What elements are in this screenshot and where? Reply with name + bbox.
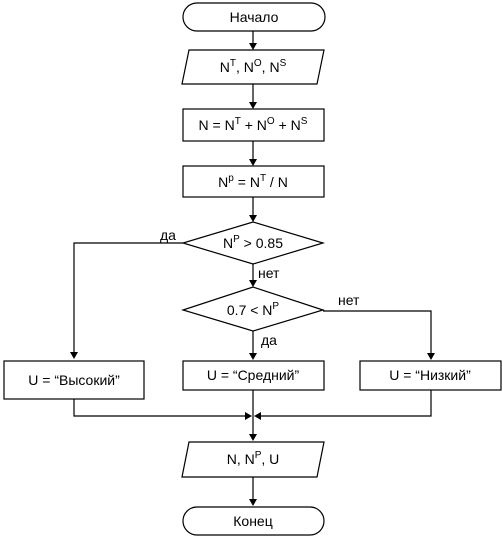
ratio-formula: Np = NT / N (218, 173, 288, 190)
start-label: Начало (230, 9, 279, 25)
arrowhead-merge-left (245, 412, 252, 420)
output-block: N, NP, U (181, 441, 325, 478)
input-ns-sup: S (280, 58, 287, 69)
result-mid-shape (182, 360, 325, 391)
arrowhead-ratio (249, 159, 257, 166)
result-high-label: U = “Высокий” (28, 372, 120, 388)
decision-2-no-label: нет (338, 292, 360, 308)
result-high-shape (3, 360, 145, 400)
decision-2-yes-label: да (261, 332, 277, 348)
end-shape (182, 506, 325, 536)
decision-1-no-label: нет (258, 265, 280, 281)
connector-result-high-merge (73, 399, 246, 417)
output-lhs: N, N (227, 451, 255, 467)
decision-1-condition: NP > 0.85 (223, 234, 283, 251)
result-low: U = “Низкий” (359, 360, 502, 391)
connectors (70, 31, 435, 506)
ratio-t-sup: T (260, 173, 266, 184)
input-sep-1: , (236, 59, 244, 75)
output-rhs: , U (261, 451, 279, 467)
ratio-shape (182, 165, 325, 198)
input-sep-2: , (262, 59, 270, 75)
decision-1-lhs: N (223, 235, 233, 251)
end-terminator: Конец (182, 506, 325, 536)
decision-1-shape (180, 221, 326, 265)
sum-shape (182, 108, 325, 142)
decision-1-rhs: > 0.85 (240, 235, 283, 251)
result-low-shape (359, 360, 502, 391)
input-no-sup: O (254, 58, 262, 69)
input-shape (181, 49, 325, 85)
result-low-label: U = “Низкий” (389, 367, 471, 383)
decision-2-lhs: 0.7 < N (227, 302, 273, 318)
arrowhead-result-high (70, 352, 78, 359)
input-ns: N (269, 59, 279, 75)
sum-plus-2: + N (275, 117, 301, 133)
sum-plus-1: + N (241, 117, 267, 133)
decision-2-p-sup: P (272, 301, 279, 312)
sum-lhs: N = N (199, 117, 235, 133)
connector-decision2-no (323, 310, 432, 354)
start-shape (182, 2, 326, 32)
ratio-rhs: / N (266, 174, 288, 190)
arrowhead-sum (249, 102, 257, 109)
input-nt: N (220, 59, 230, 75)
sum-t-sup: T (235, 116, 241, 127)
start-terminator: Начало (182, 2, 326, 32)
input-block: NT, NO, NS (181, 49, 325, 85)
arrowhead-end (249, 499, 257, 506)
ratio-process: Np = NT / N (182, 165, 325, 198)
arrowhead-merge-right (254, 412, 261, 420)
output-p-sup: P (255, 450, 262, 461)
arrowhead-output (249, 434, 257, 441)
result-mid: U = “Средний” (182, 360, 325, 391)
result-high: U = “Высокий” (3, 360, 145, 400)
arrowhead-decision1 (249, 215, 257, 222)
ratio-lhs: N (218, 174, 228, 190)
sum-o-sup: O (267, 116, 275, 127)
connector-result-low-merge (260, 390, 432, 417)
arrowhead-decision2 (249, 280, 257, 287)
decision-2-condition: 0.7 < NP (227, 301, 280, 318)
decision-1: NP > 0.85 да нет (160, 221, 326, 281)
arrowhead-input (249, 43, 257, 50)
decision-2-shape (180, 286, 326, 332)
input-text: NT, NO, NS (220, 58, 287, 75)
decision-2: 0.7 < NP да нет (180, 286, 360, 348)
sum-process: N = NT + NO + NS (182, 108, 325, 142)
decision-1-p-sup: P (233, 234, 240, 245)
arrowhead-result-mid (249, 353, 257, 360)
output-shape (181, 441, 325, 478)
decision-1-yes-label: да (160, 227, 176, 243)
output-text: N, NP, U (227, 450, 280, 467)
ratio-mid: = N (234, 174, 260, 190)
end-label: Конец (233, 513, 272, 529)
ratio-p-sup: p (228, 173, 234, 184)
sum-formula: N = NT + NO + NS (199, 116, 308, 133)
sum-s-sup: S (301, 116, 308, 127)
input-no: N (244, 59, 254, 75)
result-mid-label: U = “Средний” (207, 367, 300, 383)
input-nt-sup: T (230, 58, 236, 69)
arrowhead-result-low (427, 353, 435, 360)
connector-decision1-yes (73, 242, 183, 353)
